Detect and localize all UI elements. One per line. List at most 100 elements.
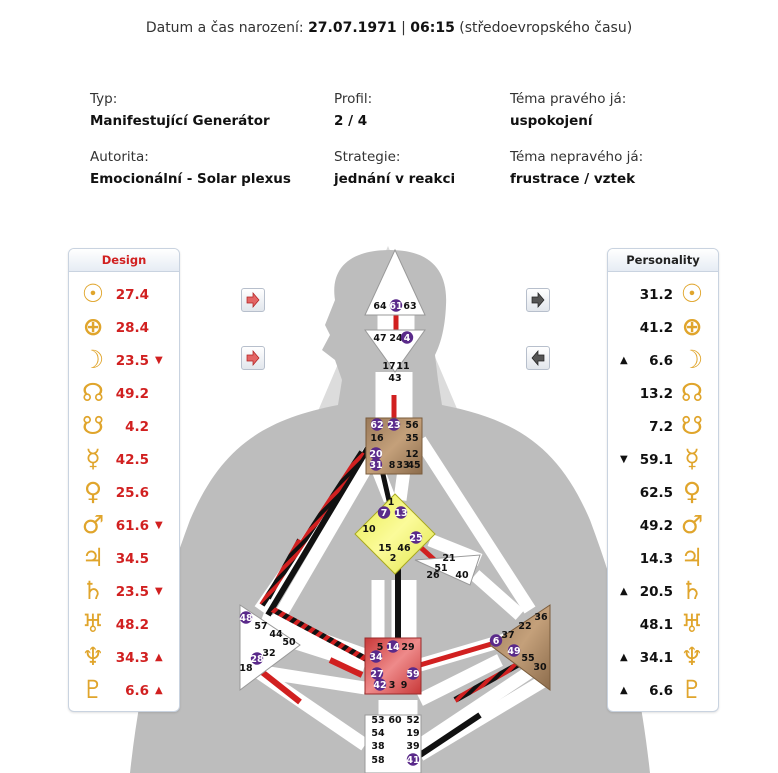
personality-value: 7.2 xyxy=(649,419,673,435)
design-row-jupiter: ♃34.5 xyxy=(69,543,179,576)
solar-plexus-center xyxy=(489,604,551,691)
gate-activation-badge xyxy=(250,652,264,665)
gate-label: 54 xyxy=(371,728,385,739)
design-value: 6.6 xyxy=(125,683,149,699)
g-center xyxy=(354,493,436,575)
gate-label: 27 xyxy=(370,669,383,680)
mercury-icon: ☿ xyxy=(684,444,700,473)
gate-label: 6 xyxy=(493,636,500,647)
gate-label: 7 xyxy=(381,508,388,519)
design-row-sun: ☉27.4 xyxy=(69,279,179,312)
design-row-moon: ☽ 23.5 ▼ xyxy=(69,345,179,378)
gate-label: 29 xyxy=(401,642,414,653)
personality-fixing-arrow: ▲ xyxy=(620,586,628,597)
gate-label: 52 xyxy=(406,715,419,726)
moon-icon: ☽ xyxy=(81,345,105,374)
gate-activation-badge xyxy=(400,331,414,344)
personality-row-sun: ☉31.2 xyxy=(608,279,718,312)
mercury-icon: ☿ xyxy=(85,444,101,473)
channel-31-7 xyxy=(379,469,393,506)
design-row-mars: ♂61.6▼ xyxy=(69,510,179,543)
gate-activation-badge xyxy=(387,418,401,431)
channel-10-57 xyxy=(265,538,303,600)
gate-activation-badge xyxy=(386,640,400,653)
gate-label: 38 xyxy=(371,741,385,752)
design-row-saturn: ♄23.5▼ xyxy=(69,576,179,609)
design-value: 28.4 xyxy=(115,320,149,336)
personality-row-north-node: ☊13.2 xyxy=(608,378,718,411)
gate-label: 43 xyxy=(388,373,401,384)
personality-value: 6.6 xyxy=(649,353,673,369)
gate-activation-badge xyxy=(489,634,503,647)
notself-block: Téma nepravého já: frustrace / vztek xyxy=(510,146,643,190)
birth-datetime: Datum a čas narození: 27.07.1971 | 06:15… xyxy=(0,20,778,36)
gate-label: 22 xyxy=(518,621,531,632)
gate-label: 46 xyxy=(397,543,411,554)
venus-icon: ♀ xyxy=(682,477,702,506)
gate-label: 16 xyxy=(370,433,384,444)
design-row-earth: ⊕ 28.4 xyxy=(69,312,179,345)
gate-label: 31 xyxy=(369,460,382,471)
gate-activation-badge xyxy=(406,667,420,680)
gate-label: 59 xyxy=(406,669,419,680)
gate-label: 19 xyxy=(406,728,419,739)
earth-icon: ⊕ xyxy=(82,312,104,341)
personality-row-uranus: ♅48.1 xyxy=(608,609,718,642)
gate-label: 26 xyxy=(426,570,440,581)
design-value: 4.2 xyxy=(125,419,149,435)
strategy-label: Strategie: xyxy=(334,149,401,165)
signature-label: Téma pravého já: xyxy=(510,91,627,107)
gate-label: 48 xyxy=(239,613,253,624)
arrow-right-icon xyxy=(246,350,260,366)
design-value: 25.6 xyxy=(115,485,149,501)
design-fixing-arrow: ▲ xyxy=(155,652,163,663)
gate-label: 18 xyxy=(239,663,253,674)
south-node-icon: ☋ xyxy=(81,411,105,440)
gate-label: 44 xyxy=(269,629,283,640)
gate-label: 51 xyxy=(434,563,447,574)
signature-value: uspokojení xyxy=(510,113,593,129)
design-next-button[interactable] xyxy=(241,288,265,312)
personality-value: 49.2 xyxy=(639,518,673,534)
gate-label: 33 xyxy=(396,460,409,471)
design-value: 42.5 xyxy=(115,452,149,468)
design-value: 23.5 xyxy=(115,353,149,369)
personality-row-jupiter: ♃14.3 xyxy=(608,543,718,576)
strategy-block: Strategie: jednání v reakci xyxy=(334,146,455,190)
gate-label: 10 xyxy=(362,524,376,535)
gate-label: 2 xyxy=(390,553,397,564)
saturn-icon: ♄ xyxy=(680,576,704,605)
neptune-icon: ♆ xyxy=(680,642,704,671)
personality-value: 41.2 xyxy=(639,320,673,336)
design-fixing-arrow: ▼ xyxy=(155,355,163,366)
design-panel-title: Design xyxy=(69,249,179,272)
gate-label: 63 xyxy=(403,301,416,312)
arrow-right-icon xyxy=(531,292,545,308)
gate-label: 36 xyxy=(534,612,548,623)
design-value: 49.2 xyxy=(115,386,149,402)
gate-label: 57 xyxy=(254,621,267,632)
design-forward-button[interactable] xyxy=(241,346,265,370)
channel-28-38 xyxy=(260,669,302,705)
gate-label: 1 xyxy=(388,497,395,508)
personality-value: 62.5 xyxy=(639,485,673,501)
pluto-icon: ♇ xyxy=(81,675,105,704)
uranus-icon: ♅ xyxy=(81,609,105,638)
gate-label: 58 xyxy=(371,755,385,766)
personality-back-button[interactable] xyxy=(526,346,550,370)
personality-next-button[interactable] xyxy=(526,288,550,312)
arrow-right-icon xyxy=(246,292,260,308)
venus-icon: ♀ xyxy=(83,477,103,506)
design-value: 61.6 xyxy=(115,518,149,534)
gate-label: 9 xyxy=(401,680,408,691)
personality-value: 59.1 xyxy=(639,452,673,468)
personality-value: 48.1 xyxy=(639,617,673,633)
type-label: Typ: xyxy=(90,91,118,107)
gate-activation-badge xyxy=(389,299,403,312)
gate-label: 49 xyxy=(507,646,520,657)
gate-label: 25 xyxy=(409,533,422,544)
gate-activation-badge xyxy=(370,667,384,680)
sun-icon: ☉ xyxy=(81,279,105,308)
activated-channels xyxy=(259,315,537,758)
